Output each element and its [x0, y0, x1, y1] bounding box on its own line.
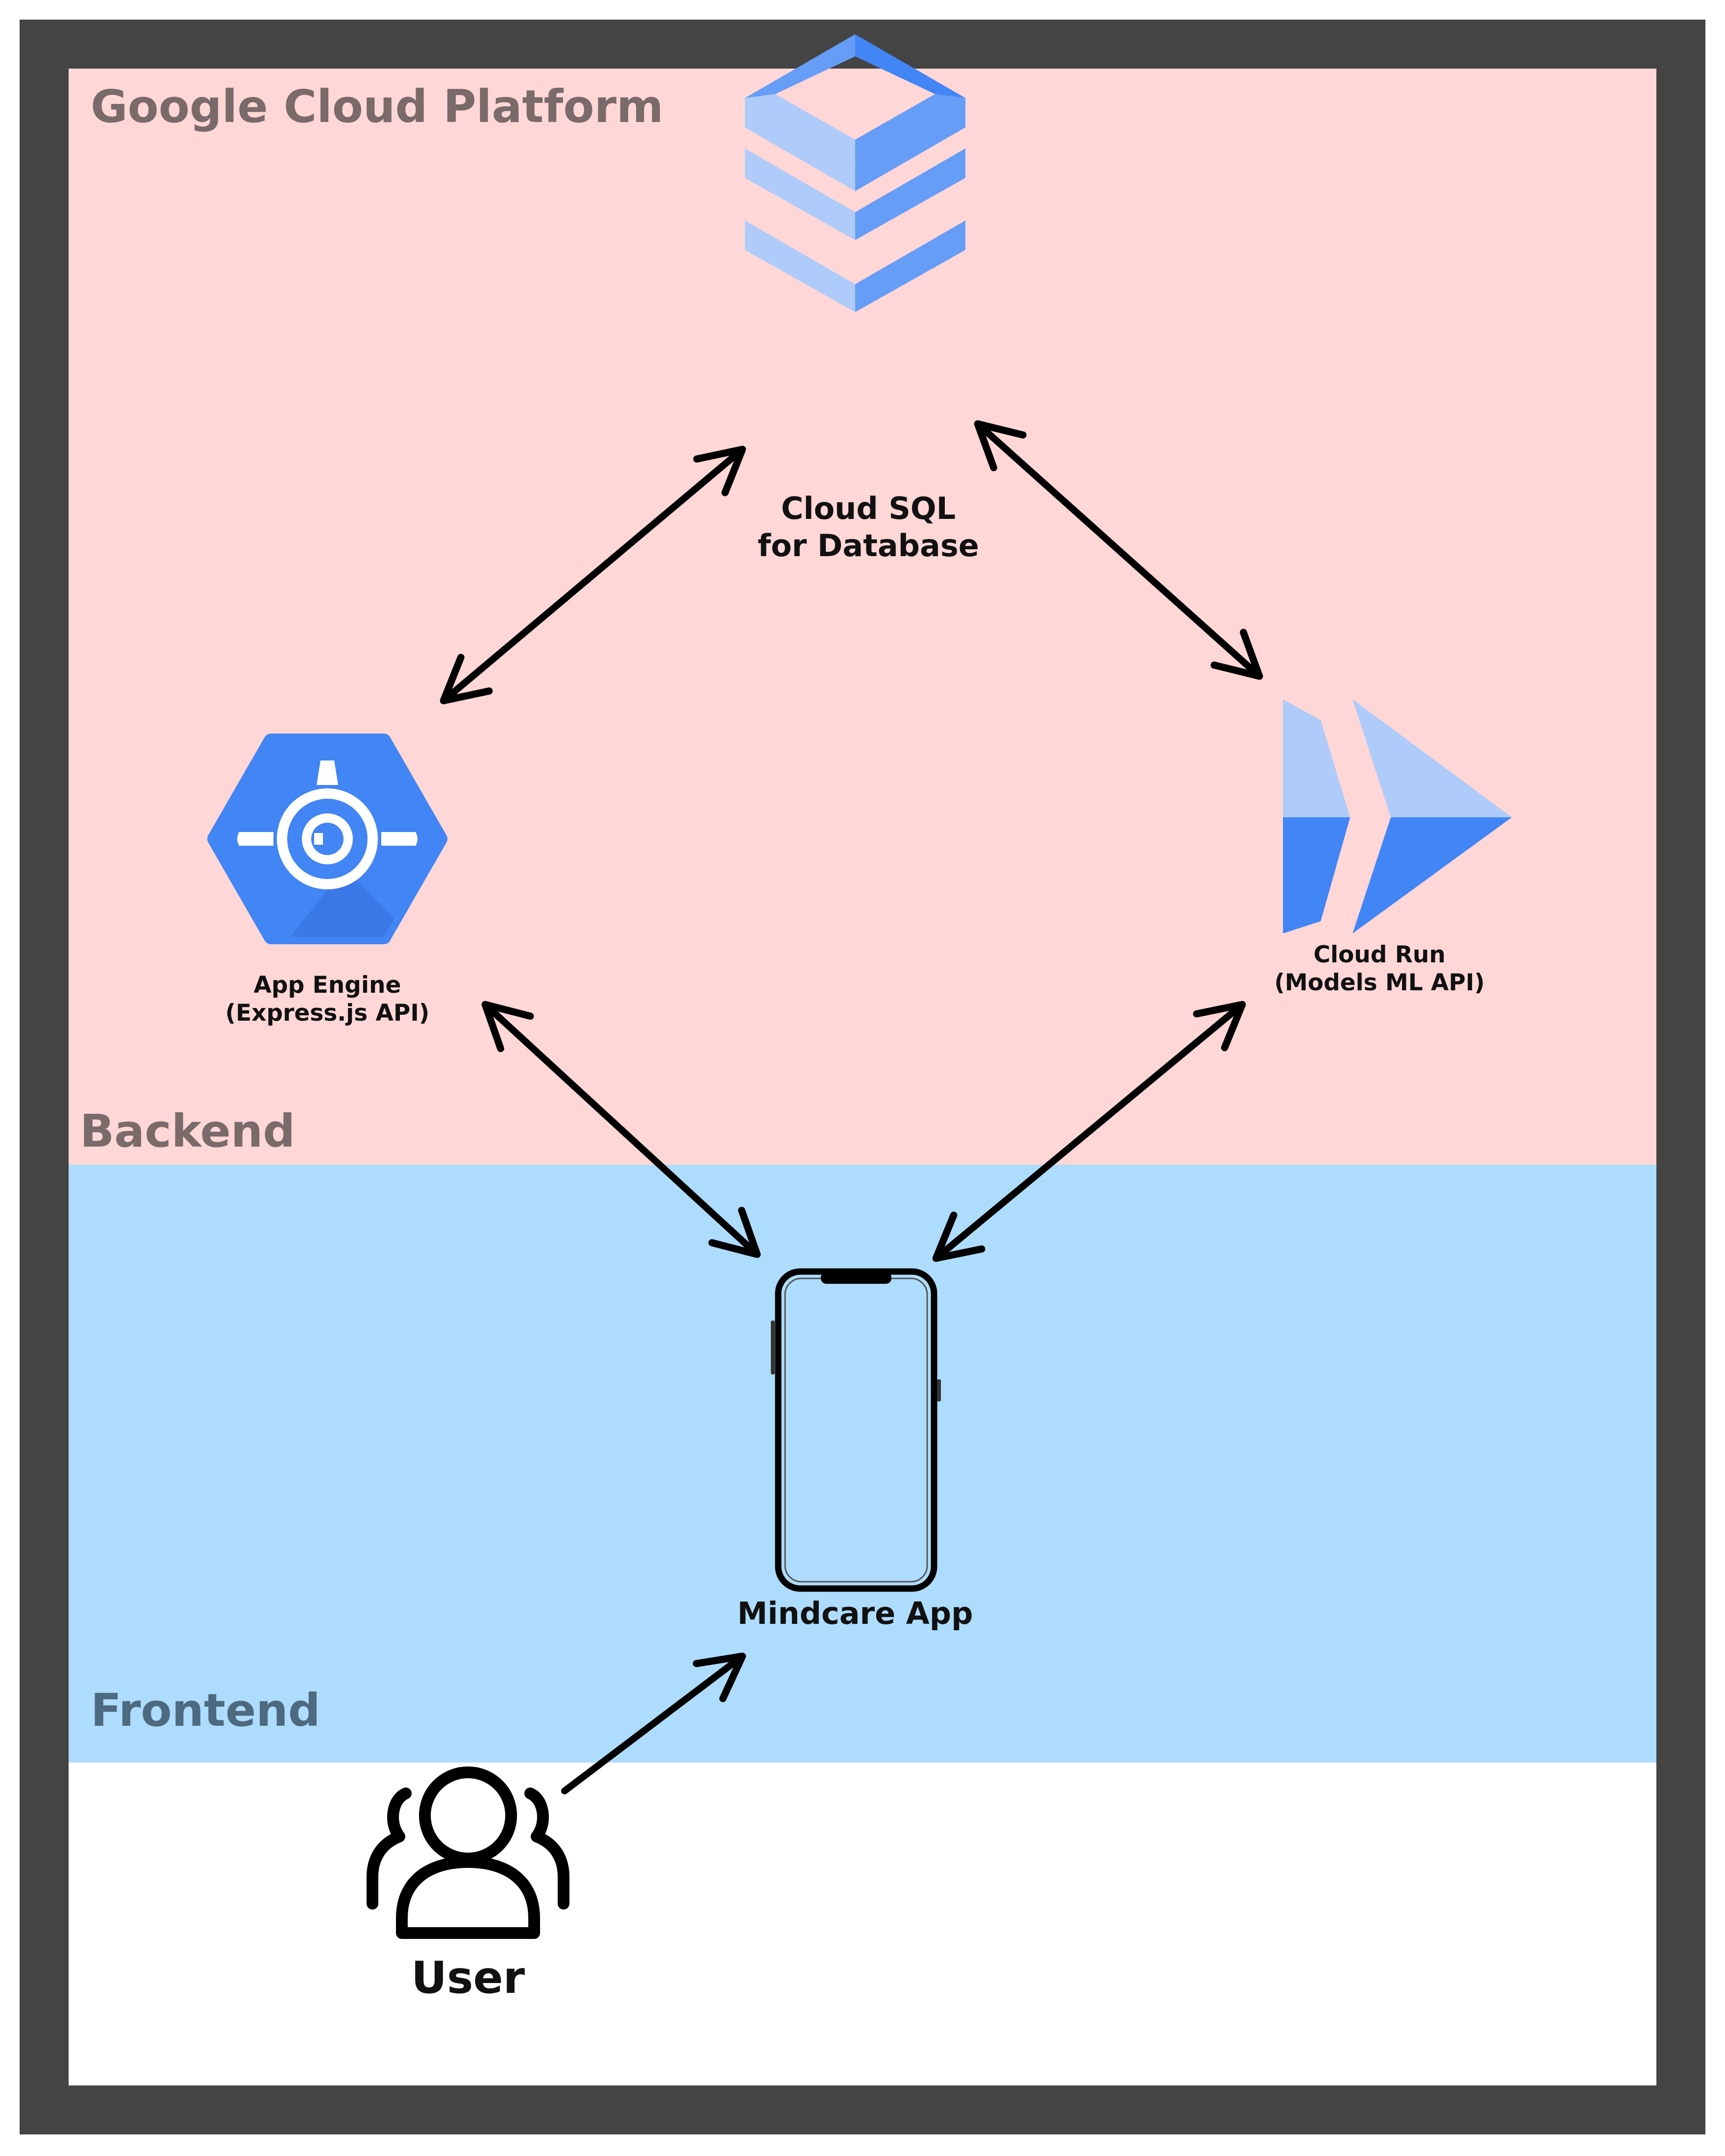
smartphone-icon	[771, 1268, 941, 1592]
connections	[440, 420, 1263, 1794]
cloud-run-label-line1: Cloud Run	[1313, 941, 1446, 968]
app-engine-label-line1: App Engine	[253, 972, 401, 999]
cloud-sql-label-line1: Cloud SQL	[781, 490, 956, 526]
frontend-zone-title: Frontend	[91, 1684, 320, 1737]
app-engine-icon	[207, 734, 447, 944]
app-engine-label-line2: (Express.js API)	[225, 1000, 430, 1027]
arrow-cloudrun-mindcare	[932, 1001, 1246, 1262]
backend-zone	[69, 69, 1656, 1165]
cloud-run-icon	[1283, 699, 1512, 933]
users-icon	[367, 1766, 569, 1939]
arrow-appengine-mindcare	[481, 1001, 761, 1258]
cloud-sql-label-line2: for Database	[758, 527, 979, 564]
user-label: User	[411, 1952, 525, 2004]
cloud-sql-icon	[745, 34, 965, 312]
frontend-zone	[69, 1165, 1656, 1763]
cloud-run-label-line2: (Models ML API)	[1274, 969, 1485, 997]
mindcare-app-label: Mindcare App	[737, 1595, 973, 1631]
arrow-user-mindcare	[561, 1652, 746, 1794]
arrow-cloudsql-cloudrun	[974, 420, 1263, 680]
arrow-appengine-cloudsql	[440, 445, 746, 705]
cloud-sql-label: Cloud SQL for Database	[758, 490, 979, 564]
app-engine-label: App Engine (Express.js API)	[225, 971, 430, 1028]
gcp-zone-title: Google Cloud Platform	[91, 80, 664, 133]
backend-zone-title: Backend	[80, 1105, 296, 1157]
cloud-run-label: Cloud Run (Models ML API)	[1274, 941, 1484, 997]
